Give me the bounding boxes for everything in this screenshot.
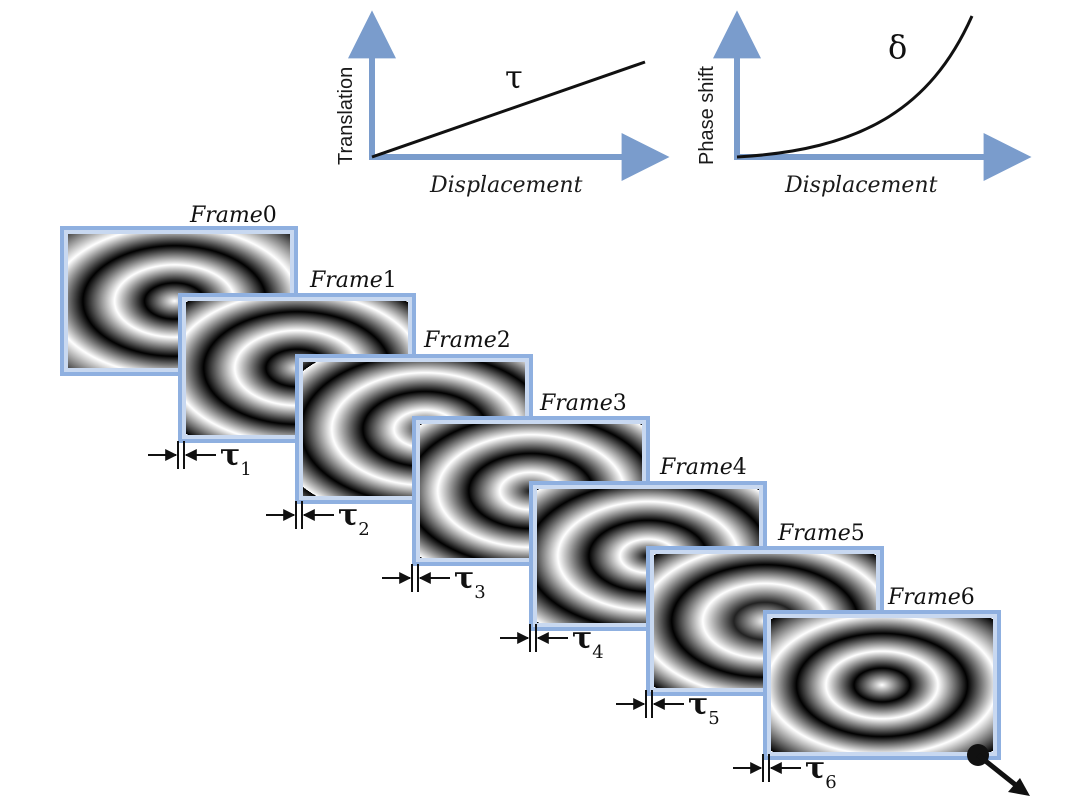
tau-indicator-5: τ5 xyxy=(616,687,720,729)
phase-curve xyxy=(736,15,974,159)
translation-x-label: Displacement xyxy=(429,173,583,198)
svg-text:τ3: τ3 xyxy=(454,561,486,603)
diagonal-arrow-icon xyxy=(967,744,1030,796)
translation-curve-label: τ xyxy=(505,58,523,96)
frame-6: Frame6 xyxy=(763,585,1001,760)
frame-stack: Frame0 Frame1 Frame2 Frame3 Frame4 Frame… xyxy=(60,203,1001,760)
tau-indicator-4: τ4 xyxy=(500,621,604,663)
tau-3-symbol: τ xyxy=(454,561,474,596)
tau-4-symbol: τ xyxy=(572,621,592,656)
tau-1-sub: 1 xyxy=(240,459,251,480)
svg-text:τ4: τ4 xyxy=(572,621,604,663)
phase-y-label: Phase shift xyxy=(696,66,718,165)
frame-1-label: Frame1 xyxy=(309,268,397,293)
frame-3-label: Frame3 xyxy=(539,391,627,416)
tau-2-symbol: τ xyxy=(338,498,358,533)
tau-indicators: τ1 τ2 τ3 τ4 τ5 xyxy=(148,438,837,793)
frame-5-label: Frame5 xyxy=(777,521,865,546)
frame-0-label: Frame0 xyxy=(189,203,277,228)
tau-5-sub: 5 xyxy=(708,708,719,729)
tau-6-symbol: τ xyxy=(805,751,825,786)
tau-indicator-2: τ2 xyxy=(266,498,370,540)
tau-1-symbol: τ xyxy=(220,438,240,473)
svg-text:τ6: τ6 xyxy=(805,751,837,793)
tau-indicator-3: τ3 xyxy=(382,561,486,603)
tau-indicator-6: τ6 xyxy=(733,751,837,793)
translation-curve xyxy=(371,60,646,159)
svg-text:τ1: τ1 xyxy=(220,438,252,480)
svg-text:τ2: τ2 xyxy=(338,498,370,540)
tau-3-sub: 3 xyxy=(474,582,485,603)
frame-6-label: Frame6 xyxy=(887,585,975,610)
phase-x-label: Displacement xyxy=(784,173,938,198)
tau-6-sub: 6 xyxy=(825,772,836,793)
svg-text:τ5: τ5 xyxy=(688,687,720,729)
phase-curve-label: δ xyxy=(888,28,907,66)
tau-indicator-1: τ1 xyxy=(148,438,252,480)
tau-5-symbol: τ xyxy=(688,687,708,722)
frame-4-label: Frame4 xyxy=(659,455,747,480)
tau-2-sub: 2 xyxy=(358,519,369,540)
translation-y-label: Translation xyxy=(335,67,357,165)
translation-graph: Translation Displacement τ xyxy=(335,10,670,198)
frame-2-label: Frame2 xyxy=(423,328,511,353)
tau-4-sub: 4 xyxy=(592,642,603,663)
phase-shift-graph: Phase shift Displacement δ xyxy=(696,10,1032,198)
